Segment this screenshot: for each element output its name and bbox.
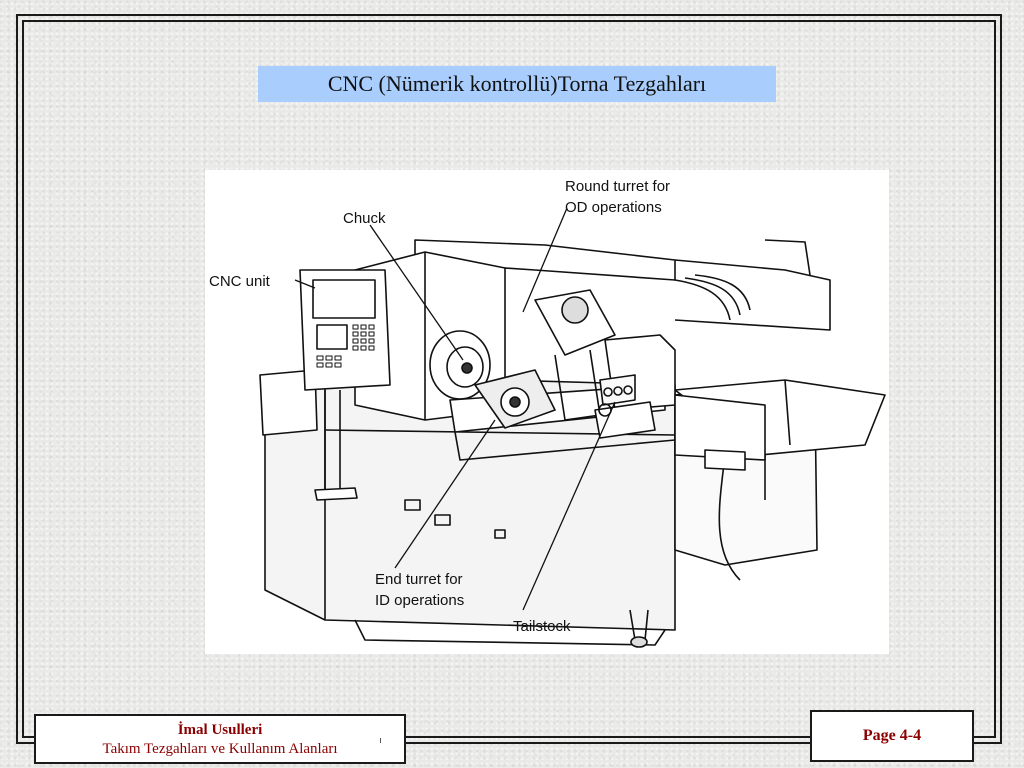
- slide-title: CNC (Nümerik kontrollü)Torna Tezgahları: [258, 66, 776, 102]
- cnc-lathe-drawing: Chuck CNC unit Round turret for OD opera…: [209, 178, 886, 648]
- slide-title-text: CNC (Nümerik kontrollü)Torna Tezgahları: [327, 71, 707, 96]
- footer-course-subtitle: Takım Tezgahları ve Kullanım Alanları: [102, 741, 338, 757]
- label-tailstock: Tailstock: [513, 618, 571, 635]
- label-end-turret-line2: ID operations: [375, 592, 464, 609]
- label-cnc-unit: CNC unit: [209, 273, 271, 290]
- footer-course-title: İmal Usulleri: [177, 722, 263, 738]
- cnc-lathe-illustration: Chuck CNC unit Round turret for OD opera…: [205, 170, 889, 654]
- footer-tick-mark: [380, 738, 381, 743]
- label-chuck: Chuck: [343, 210, 386, 227]
- label-end-turret-line1: End turret for: [375, 571, 463, 588]
- footer-course-box: İmal Usulleri Takım Tezgahları ve Kullan…: [34, 714, 406, 764]
- slide-inner-frame: [22, 20, 996, 738]
- footer-page-box: Page 4-4: [810, 710, 974, 762]
- slide-outer-frame: [16, 14, 1002, 744]
- page-number: Page 4-4: [862, 727, 922, 744]
- label-round-turret-line2: OD operations: [565, 199, 662, 216]
- label-round-turret-line1: Round turret for: [565, 178, 670, 195]
